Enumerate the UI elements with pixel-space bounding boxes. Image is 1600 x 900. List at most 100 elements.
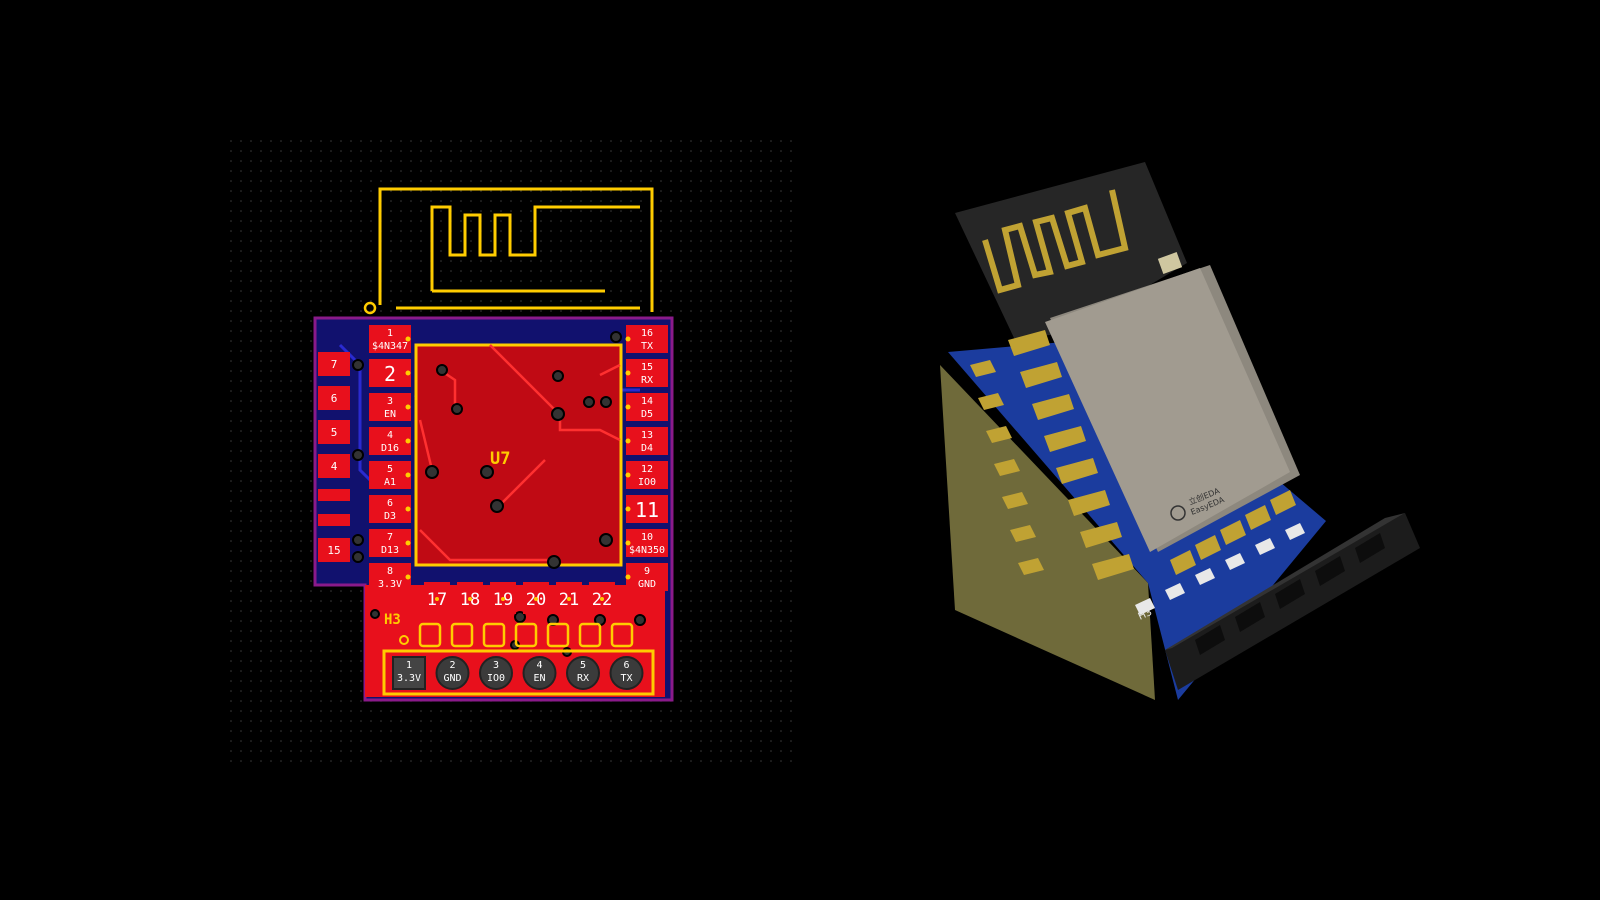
- pad-number: 1: [387, 328, 393, 339]
- castellation-pad-label: 7: [331, 358, 338, 371]
- antenna-outline: [363, 187, 654, 315]
- antenna-3d-trace: [982, 189, 1129, 294]
- component-footprint: [578, 622, 602, 648]
- pad-net-label: TX: [641, 341, 653, 352]
- pad-number: 4: [387, 430, 393, 441]
- edge-pad: [318, 489, 350, 501]
- pad-net-label: D5: [641, 409, 653, 420]
- castellation-pad: [318, 538, 350, 562]
- pad-number: 9: [644, 566, 650, 577]
- module-pad: [626, 529, 668, 557]
- pad-number: 13: [641, 430, 653, 441]
- pad-number: 7: [387, 532, 393, 543]
- pad-number: 8: [387, 566, 393, 577]
- pad-number: 5: [387, 464, 393, 475]
- header-pin: [435, 656, 470, 690]
- module-pad: [369, 325, 411, 353]
- module-pad: [369, 427, 411, 455]
- header-pin-number: 4: [536, 660, 542, 671]
- pad-net-label: IO0: [638, 477, 656, 488]
- pad-marker-dot: [625, 472, 631, 478]
- pad-marker-dot: [405, 540, 411, 546]
- pad-net-label: $4N350: [629, 545, 665, 556]
- pad-marker-dot: [468, 597, 472, 601]
- top-traces: [418, 344, 621, 562]
- component-footprint: [450, 622, 474, 648]
- component-footprint: [610, 622, 634, 648]
- pad-number: 3: [387, 396, 393, 407]
- module-pad: [369, 393, 411, 421]
- pad-net-label: D4: [641, 443, 653, 454]
- module-pad: [626, 461, 668, 489]
- header-pin: [479, 656, 513, 690]
- module-pad: [626, 393, 668, 421]
- header-pin-net: IO0: [487, 673, 505, 684]
- pad-marker-dot: [625, 540, 631, 546]
- component-footprint: [546, 622, 570, 648]
- header-pin-number: 6: [623, 660, 629, 671]
- module-pad: [369, 529, 411, 557]
- header-pin-net: TX: [620, 673, 632, 684]
- pad-number: 16: [641, 328, 653, 339]
- header-pin: [609, 656, 644, 690]
- pad-net-label: D13: [381, 545, 399, 556]
- edge-pad: [318, 514, 350, 526]
- pad-marker-dot: [625, 506, 631, 512]
- module-pad: [369, 461, 411, 489]
- pad-marker-dot: [534, 597, 538, 601]
- header-pin: [522, 656, 557, 690]
- module-3d-bottom-pads: [1170, 490, 1296, 575]
- pad-net-label: GND: [638, 579, 656, 590]
- pad-net-label: $4N347: [372, 341, 408, 352]
- module-3d-pads: [1008, 330, 1134, 580]
- castellation-pad-label: 6: [331, 392, 338, 405]
- header-pin-net: 3.3V: [397, 673, 421, 684]
- pad-number: 2: [384, 362, 396, 386]
- shield-can-top: [1045, 268, 1290, 552]
- component-footprint: [418, 622, 442, 648]
- header-designator: H3: [384, 612, 401, 628]
- header-3d-pads: [1135, 523, 1305, 615]
- pad-number: 15: [641, 362, 653, 373]
- carrier-board-edge: [940, 365, 1155, 700]
- pad-net-label: EN: [384, 409, 396, 420]
- pad-marker-dot: [435, 597, 439, 601]
- pad-marker-dot: [625, 370, 631, 376]
- pad-marker-dot: [405, 404, 411, 410]
- module-pad: [626, 495, 668, 523]
- pad-number: 12: [641, 464, 653, 475]
- header-pin-number: 1: [406, 660, 412, 671]
- pad-marker-dot: [405, 506, 411, 512]
- module-pad: [626, 359, 668, 387]
- silkscreen-component-boxes: [418, 622, 634, 648]
- bottom-module-pads: 171819202122: [424, 582, 615, 614]
- pin1-marker: [363, 301, 377, 315]
- module-pad: [369, 563, 411, 591]
- pad-marker-dot: [625, 438, 631, 444]
- module-pad: [626, 427, 668, 455]
- pad-net-label: D3: [384, 511, 396, 522]
- pad-marker-dot: [600, 597, 604, 601]
- castellation-pad: [318, 352, 350, 376]
- pad-marker-dot: [405, 472, 411, 478]
- module-pad: [626, 325, 668, 353]
- pad-net-label: 3.3V: [378, 579, 402, 590]
- component-footprint: [482, 622, 506, 648]
- cloud-logo-icon: [1170, 505, 1186, 521]
- pad-marker-dot: [625, 574, 631, 580]
- header-silkscreen: H3: [382, 612, 655, 696]
- pad-marker-dot: [501, 597, 505, 601]
- pad-number: 10: [641, 532, 653, 543]
- female-header-top: [1165, 513, 1405, 650]
- pad-net-label: A1: [384, 477, 396, 488]
- castellation-pad-label: 4: [331, 460, 338, 473]
- pad-marker-dot: [567, 597, 571, 601]
- module-pad: [626, 563, 668, 591]
- castellation-pad-label: 5: [331, 426, 338, 439]
